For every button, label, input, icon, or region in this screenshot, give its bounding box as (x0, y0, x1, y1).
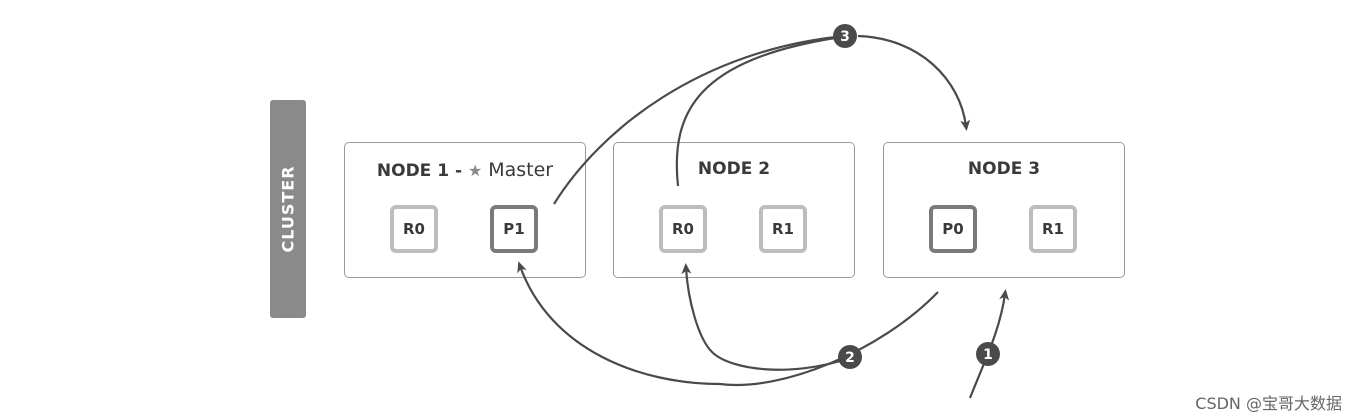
node-3-shard-r1: R1 (1029, 205, 1077, 253)
step-3-number: 3 (840, 29, 850, 45)
node-3-title: NODE 3 (967, 159, 1041, 179)
node-2-shard-r0: R0 (659, 205, 707, 253)
node-2-title: NODE 2 (697, 159, 771, 179)
node-1-shard-p1: P1 (490, 205, 538, 253)
master-label: Master (488, 159, 554, 181)
watermark: CSDN @宝哥大数据 (1195, 394, 1342, 413)
node-1-title-text: NODE 1 - (376, 161, 468, 181)
step-2-number: 2 (845, 350, 855, 366)
node-1-shard-r0: R0 (390, 205, 438, 253)
node-2-shard-r1: R1 (759, 205, 807, 253)
step-2-badge: 2 (838, 345, 862, 369)
arrow-step-3-from-node-2 (675, 36, 836, 187)
arrow-step-2-to-node-1 (517, 261, 939, 387)
arrow-step-2-to-node-2 (681, 263, 851, 371)
node-3-shard-p0: P0 (929, 205, 977, 253)
node-1-title: NODE 1 - ★ Master (345, 159, 585, 181)
node-3: NODE 3 P0 R1 (883, 142, 1125, 278)
cluster-bar: CLUSTER (270, 100, 306, 318)
node-1: NODE 1 - ★ Master R0 P1 (344, 142, 586, 278)
star-icon: ★ (467, 161, 483, 180)
step-1-badge: 1 (976, 342, 1000, 366)
step-1-number: 1 (983, 347, 993, 363)
node-2: NODE 2 R0 R1 (613, 142, 855, 278)
arrow-step-3-from-node-1 (553, 34, 846, 205)
step-3-badge: 3 (833, 24, 857, 48)
arrow-step-3-to-node-3 (857, 34, 971, 131)
